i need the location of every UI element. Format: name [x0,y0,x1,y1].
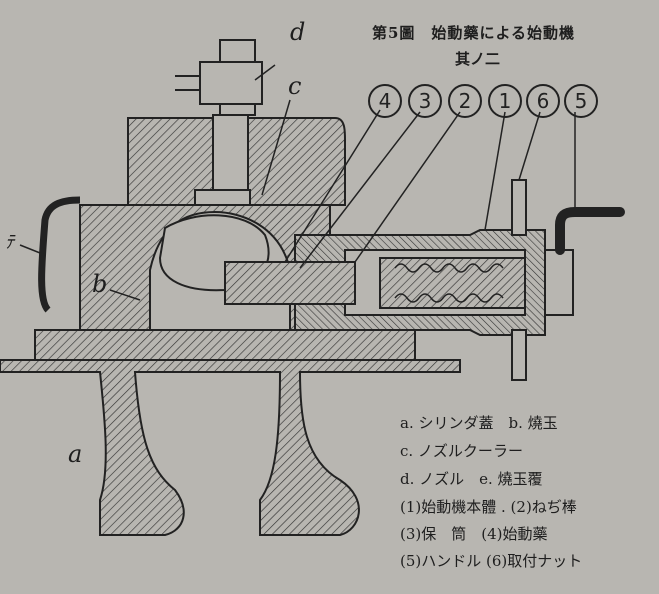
nozzle-stem [212,114,249,191]
mounting-nut [511,179,527,236]
legend-line-6: (5)ハンドル (6)取付ナット [400,552,583,570]
hot-bulb-flange [34,329,416,361]
handle [555,207,625,255]
mounting-nut-lower [511,329,527,381]
legend-line-2: c. ノズルクーラー [400,442,523,460]
legend-line-1: a. シリンダ蓋 b. 燒玉 [400,414,558,432]
label-d: d [290,18,306,46]
legend-line-3: d. ノズル e. 燒玉覆 [400,470,543,488]
starting-cartridge [224,261,356,305]
figure-title: 第5圖 始動藥による始動機 [372,24,575,42]
label-a: a [68,440,83,468]
callout-3: 3 [408,84,442,118]
screw-thread [394,263,504,303]
cylinder-head [0,359,461,536]
bulb-cover [38,196,81,313]
label-b: b [92,270,108,298]
figure-subtitle: 其ノ二 [455,50,501,68]
leader-lines [19,64,576,301]
legend-line-4: (1)始動機本體 . (2)ねぢ棒 [400,498,577,516]
callout-5: 5 [564,84,598,118]
label-e: ﾃ [5,232,14,253]
callout-1: 1 [488,84,522,118]
legend-line-5: (3)保 筒 (4)始動藥 [400,525,548,543]
callout-4: 4 [368,84,402,118]
handle-hub [544,249,574,316]
callout-6: 6 [526,84,560,118]
nozzle-body [199,61,263,105]
callout-2: 2 [448,84,482,118]
label-c: c [288,72,302,100]
